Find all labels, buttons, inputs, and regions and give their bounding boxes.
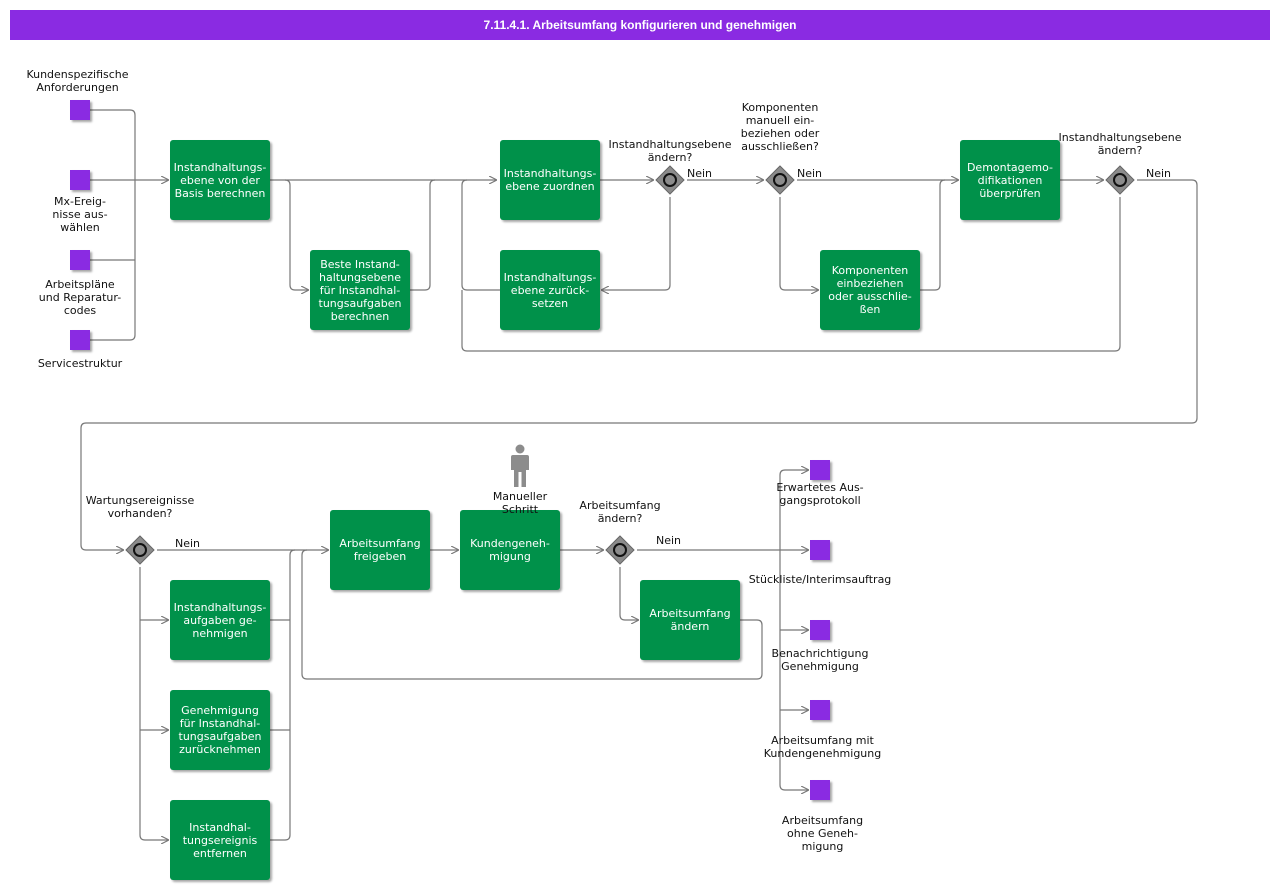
data-object-arbeitsplaene — [70, 250, 90, 270]
diagram-title: 7.11.4.1. Arbeitsumfang konfigurieren un… — [10, 10, 1270, 40]
label-nein-5: Nein — [656, 534, 682, 547]
data-object-erwartetes-ausgangsprotokoll — [810, 460, 830, 480]
task-instandhaltungsebene-berechnen[interactable]: Instandhaltungs- ebene von der Basis ber… — [170, 140, 270, 220]
label-erwartetes-ausgangsprotokoll: Erwartetes Aus- gangsprotokoll — [776, 481, 864, 507]
task-genehmigung-zuruecknehmen[interactable]: Genehmigung für Instandhal- tungsaufgabe… — [170, 690, 270, 770]
label-kundenspezifische-anforderungen: Kundenspezifische Anforderungen — [26, 68, 129, 94]
label-arbeitsumfang-mit-genehmigung: Arbeitsumfang mit Kundengenehmigung — [763, 734, 882, 760]
label-manueller-schritt: Manueller Schritt — [492, 490, 548, 516]
data-object-arbeitsumfang-mit-genehmigung — [810, 700, 830, 720]
data-object-mx-ereignisse — [70, 170, 90, 190]
label-gateway-5: Arbeitsumfang ändern? — [579, 499, 661, 525]
task-arbeitsumfang-aendern[interactable]: Arbeitsumfang ändern — [640, 580, 740, 660]
label-arbeitsumfang-ohne-genehmigung: Arbeitsumfang ohne Geneh- migung — [781, 814, 864, 853]
task-instandhaltungsebene-zuruecksetzen[interactable]: Instandhaltungs- ebene zurück- setzen — [500, 250, 600, 330]
task-instandhaltungsebene-zuordnen[interactable]: Instandhaltungs- ebene zuordnen — [500, 140, 600, 220]
label-gateway-1: Instandhaltungsebene ändern? — [608, 138, 732, 164]
data-object-stueckliste — [810, 540, 830, 560]
gateway-arbeitsumfang-aendern — [605, 535, 635, 565]
gateway-komponenten-manuell — [765, 165, 795, 195]
label-gateway-3: Instandhaltungsebene ändern? — [1058, 131, 1182, 157]
data-object-kundenspezifische-anforderungen — [70, 100, 90, 120]
label-gateway-4: Wartungsereignisse vorhanden? — [85, 494, 195, 520]
data-object-arbeitsumfang-ohne-genehmigung — [810, 780, 830, 800]
task-demontagemodifikationen-pruefen[interactable]: Demontagemo- difikationen überprüfen — [960, 140, 1060, 220]
label-nein-2: Nein — [797, 167, 823, 180]
label-servicestruktur: Servicestruktur — [37, 357, 123, 370]
task-arbeitsumfang-freigeben[interactable]: Arbeitsumfang freigeben — [330, 510, 430, 590]
data-object-servicestruktur — [70, 330, 90, 350]
label-mx-ereignisse: Mx-Ereig- nisse aus- wählen — [52, 195, 108, 234]
gateway-instandhaltungsebene-aendern-2 — [1105, 165, 1135, 195]
data-object-benachrichtigung — [810, 620, 830, 640]
label-gateway-2: Komponenten manuell ein- beziehen oder a… — [740, 101, 820, 153]
task-komponenten-einbeziehen[interactable]: Komponenten einbeziehen oder ausschlie- … — [820, 250, 920, 330]
label-benachrichtigung: Benachrichtigung Genehmigung — [771, 647, 869, 673]
task-instandhaltungsereignis-entfernen[interactable]: Instandhal- tungsereignis entfernen — [170, 800, 270, 880]
gateway-wartungsereignisse-vorhanden — [125, 535, 155, 565]
task-instandhaltungsaufgaben-genehmigen[interactable]: Instandhaltungs- aufgaben ge- nehmigen — [170, 580, 270, 660]
label-nein-1: Nein — [687, 167, 713, 180]
label-stueckliste: Stückliste/Interimsauftrag — [748, 573, 892, 586]
task-beste-instandhaltungsebene-berechnen[interactable]: Beste Instand- haltungsebene für Instand… — [310, 250, 410, 330]
label-nein-4: Nein — [175, 537, 201, 550]
person-icon — [511, 444, 529, 487]
label-arbeitsplaene: Arbeitspläne und Reparatur- codes — [38, 278, 122, 317]
task-kundengenehmigung[interactable]: Kundengeneh- migung — [460, 510, 560, 590]
label-nein-3: Nein — [1146, 167, 1172, 180]
gateway-instandhaltungsebene-aendern — [655, 165, 685, 195]
